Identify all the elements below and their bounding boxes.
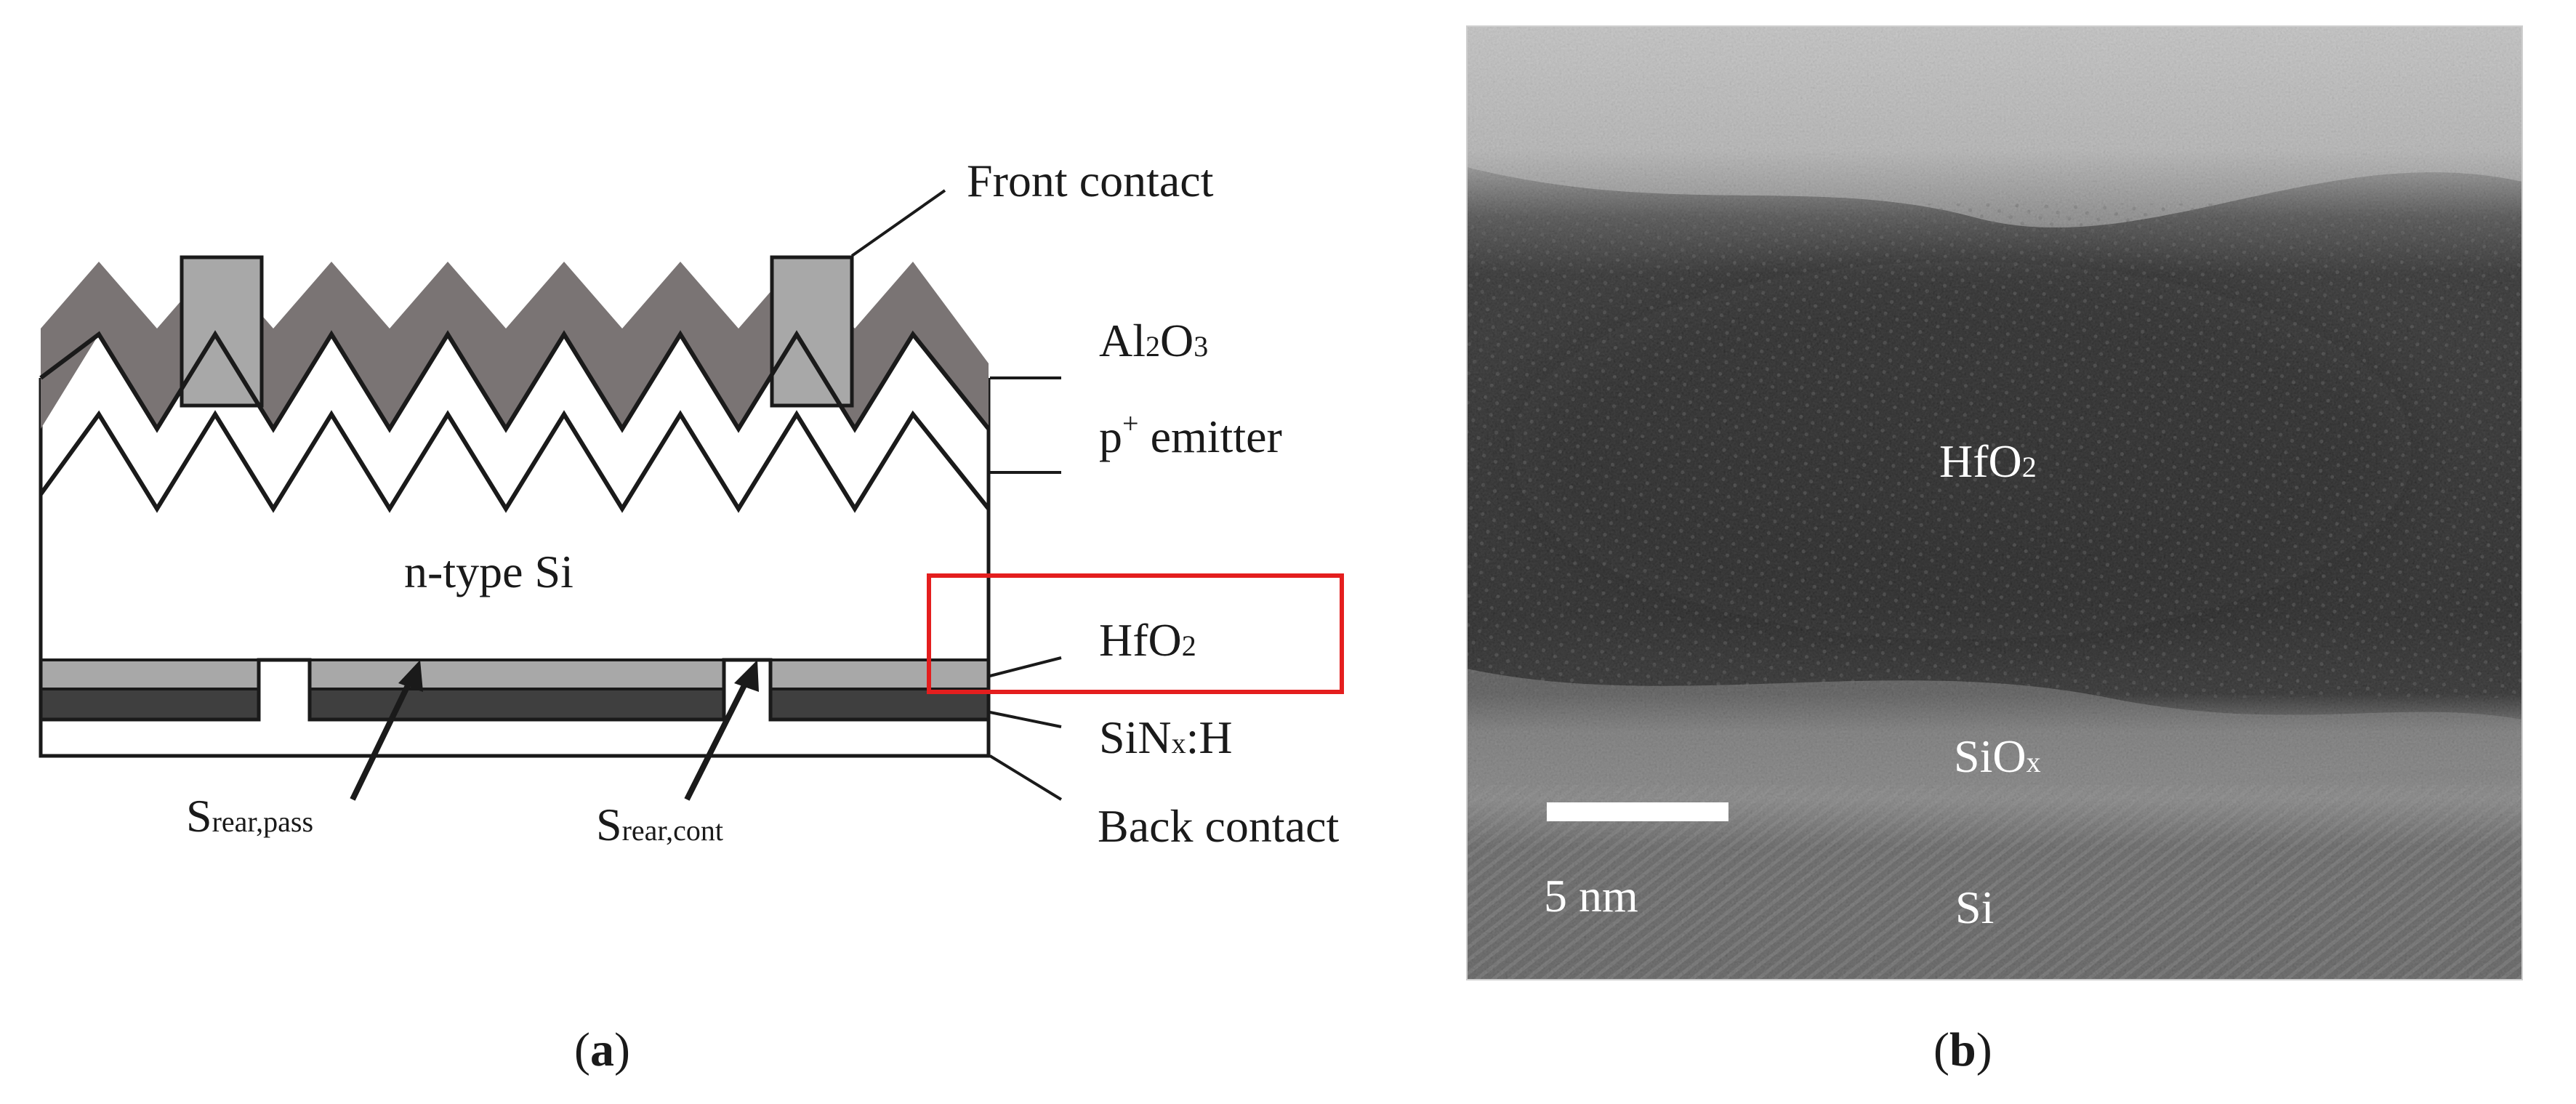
al2o3-layer xyxy=(41,262,989,429)
tem-si-label: Si xyxy=(1955,882,1994,933)
panel-a-diagram: Front contact Al2O3 p+ emitter n-type Si… xyxy=(39,155,1344,1076)
back-contact-leader xyxy=(989,754,1063,801)
tem-hfo2-label: HfO2 xyxy=(1939,435,2037,487)
hfo2-label: HfO2 xyxy=(1099,614,1196,666)
front-contact-finger-right xyxy=(770,255,854,408)
panel-b-caption: (b) xyxy=(1933,1023,1992,1076)
tem-frame xyxy=(1466,25,2523,980)
front-contact-label: Front contact xyxy=(967,155,1214,206)
back-contact-label: Back contact xyxy=(1098,800,1340,852)
panel-b-tem-image xyxy=(1467,26,2522,980)
scale-bar-label: 5 nm xyxy=(1544,870,1638,922)
s-rear-cont-label: Srear,cont xyxy=(596,799,723,850)
sinx-label: SiNx:H xyxy=(1099,712,1233,763)
al2o3-label: Al2O3 xyxy=(1099,315,1208,366)
tem-siox-label: SiOx xyxy=(1954,730,2041,782)
panel-a-caption: (a) xyxy=(574,1023,630,1076)
s-rear-pass-label: Srear,pass xyxy=(186,790,313,842)
s-rear-pass-arrow xyxy=(350,660,423,801)
front-contact-leader xyxy=(850,189,946,257)
emitter-top-boundary xyxy=(39,330,991,433)
hfo2-leader xyxy=(989,656,1062,677)
n-type-si-label: n-type Si xyxy=(404,546,573,597)
hfo2-rear-layer xyxy=(39,658,990,690)
sinx-rear-layer xyxy=(39,688,990,721)
n-type-si-substrate xyxy=(39,378,991,660)
scale-bar xyxy=(1547,802,1728,821)
s-rear-cont-arrow xyxy=(684,660,759,801)
hfo2-highlight-box xyxy=(927,573,1344,694)
emitter-bottom-boundary xyxy=(39,410,991,513)
sinx-leader xyxy=(989,711,1062,728)
front-contact-finger-left xyxy=(180,255,264,408)
p-emitter-label: p+ emitter xyxy=(1099,407,1282,462)
